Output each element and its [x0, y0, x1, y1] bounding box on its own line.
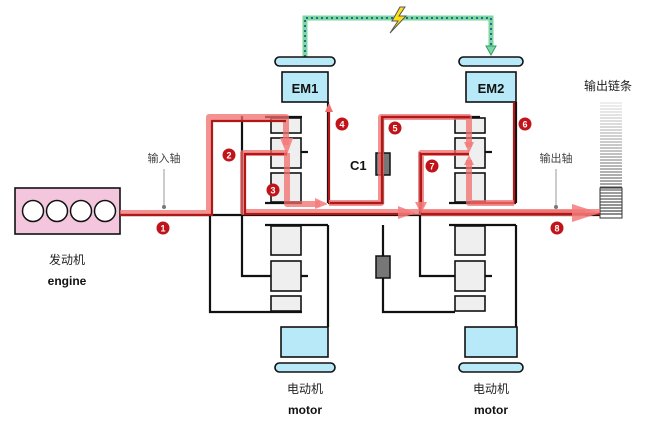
step-badge-3: 3	[266, 183, 280, 197]
step-badge-2: 2	[222, 148, 236, 162]
step-badge-8: 8	[550, 221, 564, 235]
flow-arrow-to-em1	[325, 103, 333, 112]
flow-arrow-down-to-output	[415, 202, 427, 214]
engine-label-en: engine	[48, 274, 87, 288]
flow-arrow-to-em1-shaft	[315, 198, 328, 209]
output-chain	[599, 102, 623, 219]
flow-arrow-into-right-gear-top	[464, 142, 474, 153]
motor-right-label-en: motor	[474, 403, 508, 417]
input-shaft-label: 输入轴	[148, 151, 181, 165]
step-badge-5: 5	[388, 121, 402, 135]
left-planetary-gearset	[270, 117, 302, 312]
output-shaft-leader	[554, 169, 558, 209]
input-shaft-leader	[162, 169, 166, 209]
power-flow	[120, 102, 600, 222]
svg-text:1: 1	[160, 224, 165, 234]
motor-right-stator	[458, 362, 524, 373]
clutch-c1-label: C1	[350, 158, 367, 173]
flow-arrow-merge	[398, 206, 416, 219]
flow-arrow-to-output-chain	[572, 204, 600, 222]
flow-arrow-into-right-gear-bottom	[464, 155, 474, 165]
step-badge-7: 7	[425, 159, 439, 173]
output-shaft-label: 输出轴	[540, 151, 573, 165]
svg-text:3: 3	[270, 186, 275, 196]
svg-text:5: 5	[392, 124, 397, 134]
svg-text:8: 8	[554, 224, 559, 234]
em1-label: EM1	[292, 81, 319, 96]
motor-left-label-cn: 电动机	[287, 382, 323, 396]
output-chain-label: 输出链条	[584, 78, 632, 93]
motor-left-box	[280, 326, 329, 358]
step-badge-6: 6	[518, 117, 532, 131]
svg-text:6: 6	[522, 120, 527, 130]
engine-label-cn: 发动机	[49, 252, 85, 267]
motor-right-box	[464, 326, 518, 358]
em2-stator	[458, 56, 524, 67]
svg-text:2: 2	[226, 151, 231, 161]
engine	[14, 187, 121, 235]
em2-label: EM2	[478, 81, 505, 96]
svg-text:7: 7	[429, 162, 434, 172]
motor-right-label-cn: 电动机	[473, 382, 509, 396]
motor-left-label-en: motor	[288, 403, 322, 417]
step-badge-4: 4	[335, 117, 349, 131]
flow-arrow-into-left-gear	[280, 138, 293, 155]
em1-box	[281, 71, 329, 103]
svg-text:4: 4	[339, 120, 344, 130]
em2-box	[465, 71, 517, 103]
lightning-bolt-icon	[389, 6, 408, 34]
right-planetary-gearset	[454, 117, 486, 312]
step-badge-1: 1	[156, 221, 170, 235]
motor-left-stator	[274, 362, 336, 373]
electric-link	[302, 15, 497, 57]
em1-stator	[274, 56, 336, 67]
chain-frame	[599, 187, 623, 219]
